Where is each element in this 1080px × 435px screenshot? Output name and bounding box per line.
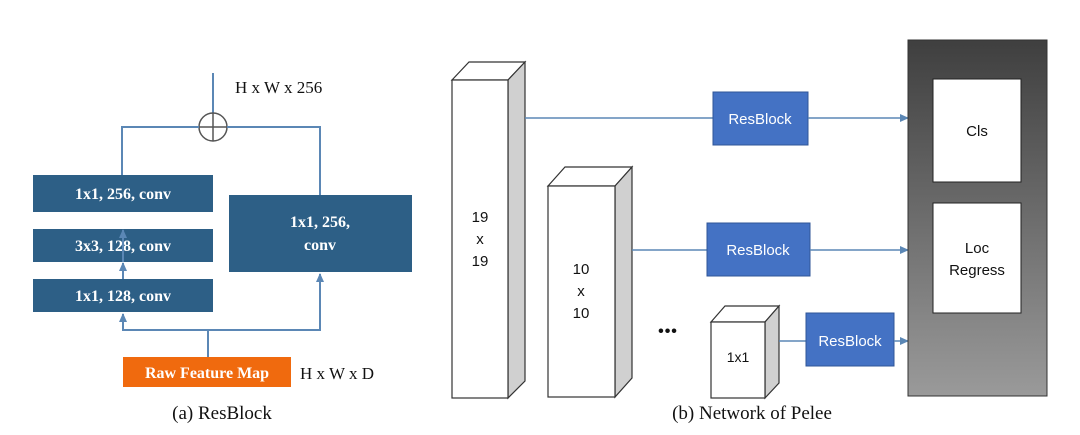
layer3-label: 1x1 [727,349,750,365]
shortcut-conv-label-line1: 1x1, 256, [290,214,350,231]
loc-label-line2: Regress [949,262,1005,279]
cls-label: Cls [966,123,988,140]
shortcut-path-top-line [227,126,321,195]
resblock-box-3 [805,312,895,367]
resblock-box-2-label: ResBlock [726,242,790,259]
cls-box [932,78,1022,183]
network-caption: (b) Network of Pelee [672,403,832,424]
feature-map-19x19: 19 x 19 [450,60,527,400]
conv-box-1x1-256 [33,175,213,212]
shortcut-conv-box [229,195,412,272]
shortcut-conv-label-line2: conv [304,237,336,254]
resblock-caption: (a) ResBlock [172,403,272,424]
layer1-top: 19 [472,209,489,226]
ellipsis: ••• [658,323,678,340]
layer2-bottom: 10 [573,305,590,322]
resblock-box-1 [712,91,809,146]
resblock-box-1-label: ResBlock [728,111,792,128]
output-dim-label: H x W x 256 [235,78,322,97]
resblock-panel: H x W x 256 1x1, 256, conv 3x3, 128, con… [33,73,412,424]
resblock-box-2 [706,222,811,277]
feature-map-1x1: 1x1 [709,304,781,400]
sum-node-icon [198,112,228,142]
loc-label-line1: Loc [965,240,990,257]
layer2-top: 10 [573,261,590,278]
raw-feature-map-box [123,357,291,387]
raw-feature-map-label: Raw Feature Map [145,365,269,382]
conv-label-1: 1x1, 256, conv [75,186,171,203]
layer1-bottom: 19 [472,253,489,270]
input-to-shortcut-arrow [208,273,324,331]
loc-regress-box [932,202,1022,314]
layer2-mid: x [577,283,585,300]
resblock-box-3-label: ResBlock [818,333,882,350]
conv-label-3: 1x1, 128, conv [75,288,171,305]
feature-map-10x10: 10 x 10 [546,165,634,399]
input-dim-label: H x W x D [300,364,374,383]
input-to-main-arrow [119,313,208,331]
main-path-top-line [121,126,199,175]
conv-box-1x1-128 [33,279,213,312]
layer1-mid: x [476,231,484,248]
network-panel: 19 x 19 10 x 10 ••• 1x1 ResBlock R [450,39,1048,424]
